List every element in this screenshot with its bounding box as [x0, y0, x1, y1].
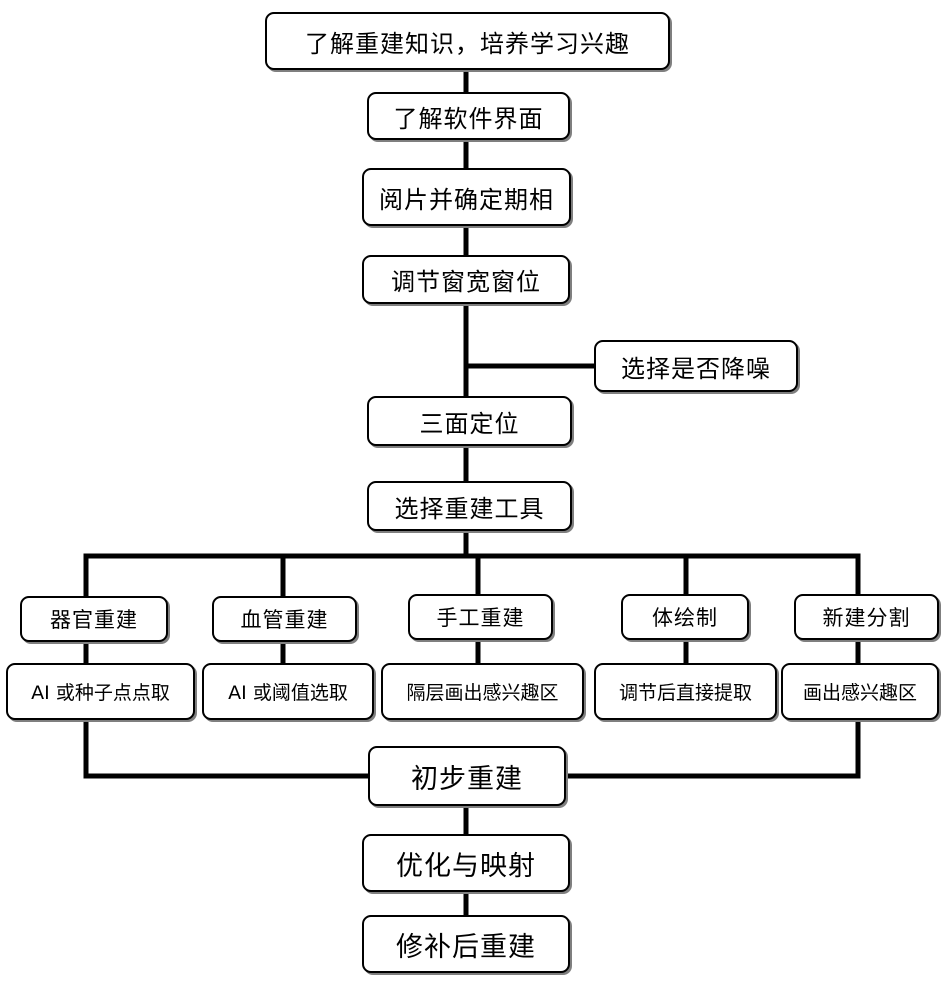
step-learn-knowledge: 了解重建知识，培养学习兴趣 — [265, 12, 670, 70]
step-select-tool: 选择重建工具 — [367, 481, 572, 531]
step-learn-interface: 了解软件界面 — [367, 92, 570, 140]
tool-volume-render: 体绘制 — [621, 594, 749, 640]
method-volume-render: 调节后直接提取 — [594, 663, 777, 720]
method-organ: AI 或种子点点取 — [6, 663, 195, 720]
step-read-images: 阅片并确定期相 — [362, 168, 571, 226]
step-window-level: 调节窗宽窗位 — [362, 255, 570, 304]
step-denoise-option: 选择是否降噪 — [594, 340, 798, 392]
step-optimize-mapping: 优化与映射 — [362, 834, 570, 892]
tool-new-segment: 新建分割 — [794, 594, 939, 640]
tool-manual: 手工重建 — [408, 594, 553, 640]
method-vessel: AI 或阈值选取 — [202, 663, 374, 720]
tool-organ: 器官重建 — [20, 596, 168, 642]
step-three-plane: 三面定位 — [367, 396, 572, 446]
step-repair-reconstruct: 修补后重建 — [362, 915, 570, 973]
method-new-segment: 画出感兴趣区 — [781, 663, 939, 720]
tool-vessel: 血管重建 — [212, 596, 357, 642]
step-initial-reconstruction: 初步重建 — [368, 746, 566, 806]
method-manual: 隔层画出感兴趣区 — [381, 663, 584, 720]
